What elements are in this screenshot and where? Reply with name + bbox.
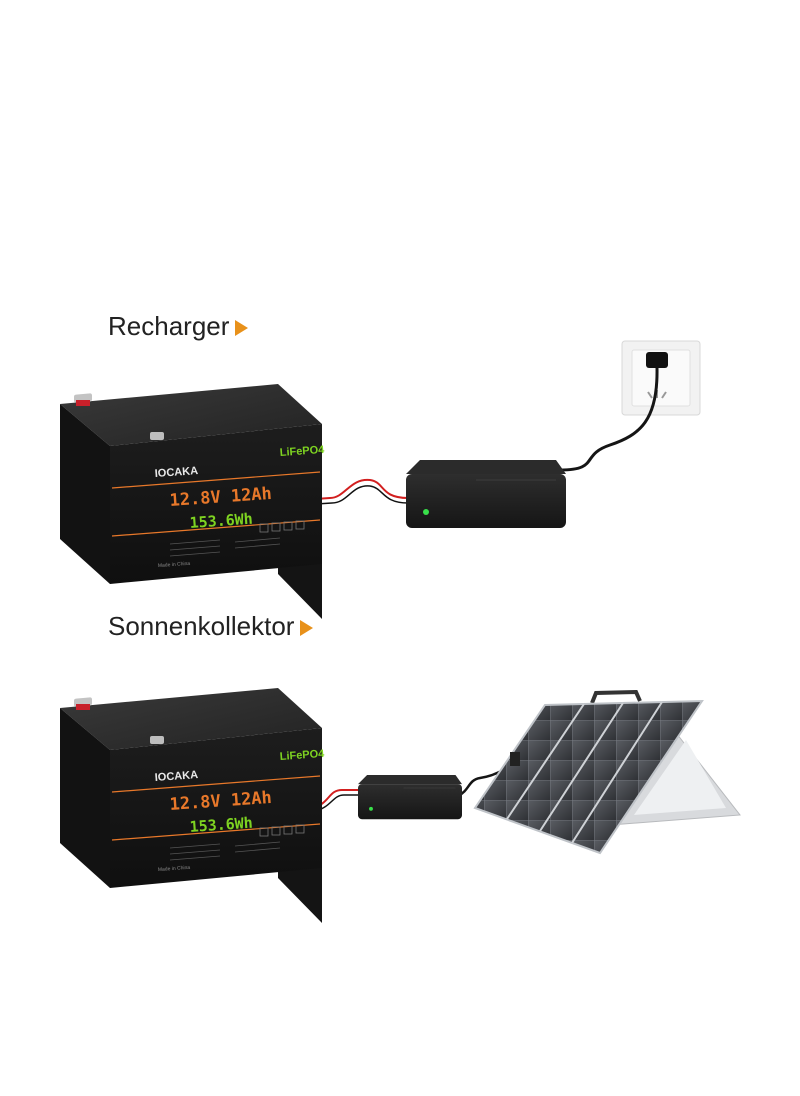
battery-top: IOCAKA LiFePO4 12.8V 12Ah 153.6Wh Made i… bbox=[59, 383, 326, 620]
orange-arrow-icon bbox=[235, 319, 249, 336]
recharger-heading-label: Recharger bbox=[108, 311, 230, 341]
charger-top bbox=[405, 459, 567, 529]
battery-energy: 153.6Wh bbox=[189, 510, 253, 532]
battery-brand: IOCAKA bbox=[154, 769, 198, 784]
battery-energy: 153.6Wh bbox=[189, 814, 253, 836]
battery-bottom: IOCAKA LiFePO4 12.8V 12Ah 153.6Wh Made i… bbox=[59, 687, 326, 924]
charger-bottom bbox=[357, 774, 463, 820]
battery-chemistry: LiFePO4 bbox=[279, 748, 325, 763]
battery-origin: Made in China bbox=[158, 561, 191, 569]
solar-panel-icon bbox=[473, 689, 741, 855]
battery-origin: Made in China bbox=[158, 865, 191, 873]
recharger-heading: Recharger bbox=[108, 311, 249, 342]
solar-heading: Sonnenkollektor bbox=[108, 611, 314, 642]
orange-arrow-icon bbox=[300, 619, 314, 636]
wall-socket-icon bbox=[621, 340, 701, 416]
battery-chemistry: LiFePO4 bbox=[279, 444, 325, 459]
battery-brand: IOCAKA bbox=[154, 465, 198, 480]
solar-heading-label: Sonnenkollektor bbox=[108, 611, 295, 641]
